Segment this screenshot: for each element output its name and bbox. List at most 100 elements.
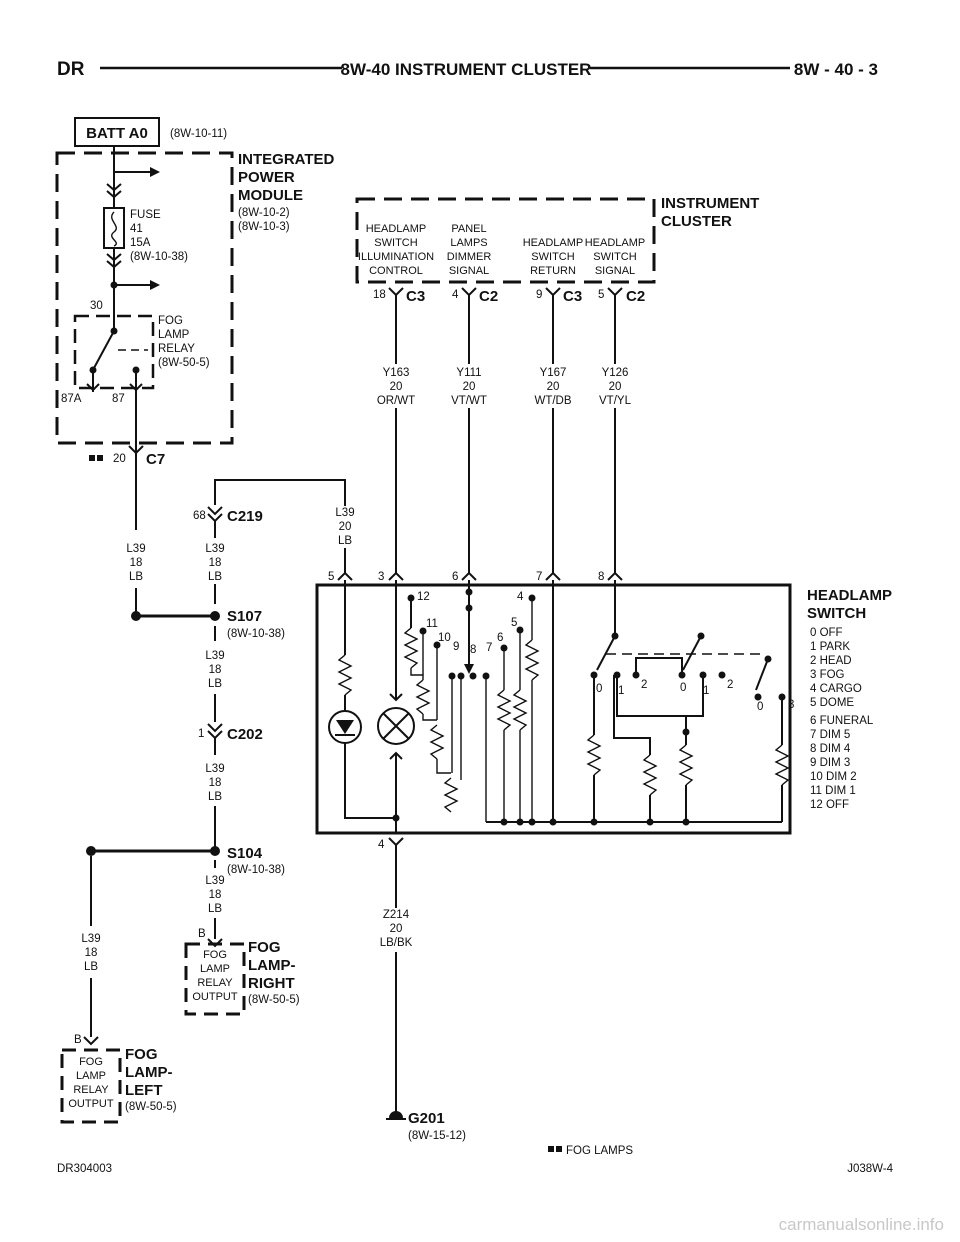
switch-num-0b: 0	[680, 682, 686, 694]
fog-right-box-2: LAMP	[200, 963, 230, 975]
ground-symbol-icon	[389, 1111, 403, 1118]
footer: FOG LAMPS DR304003 J038W-4 carmanualsonl…	[57, 1145, 944, 1234]
dimmer-num-9: 9	[453, 641, 459, 653]
fog-right-title-1: FOG	[248, 939, 281, 956]
wire-l39-d-3: LB	[208, 791, 222, 803]
hs-top-pin-1: 5	[328, 571, 334, 583]
wire-l39-b-3: LB	[208, 571, 222, 583]
dimmer-num-11: 11	[426, 618, 438, 630]
switch-num-2a: 2	[641, 679, 647, 691]
hs-pos-8: 8 DIM 4	[810, 743, 851, 755]
c7-pin: 20	[113, 453, 126, 465]
fog-right-title-3: RIGHT	[248, 975, 295, 992]
wire-l39-20-3: LB	[338, 535, 352, 547]
relay-label-4: (8W-50-5)	[158, 357, 210, 369]
wire-l39-c-1: L39	[205, 650, 224, 662]
dimmer-num-6: 6	[497, 632, 503, 644]
wire-y126-2: 20	[609, 381, 622, 393]
ipm-ref-1: (8W-10-2)	[238, 207, 290, 219]
fuse-line-3: 15A	[130, 237, 151, 249]
wire-l39-f-1: L39	[81, 933, 100, 945]
s104-name: S104	[227, 845, 263, 862]
hs-top-pin-4: 7	[536, 571, 542, 583]
wire-y167-3: WT/DB	[534, 395, 571, 407]
fog-left-ref: (8W-50-5)	[125, 1101, 177, 1113]
switch-num-1a: 1	[618, 685, 624, 697]
cluster-func-3-3: RETURN	[530, 265, 576, 277]
fog-left-pin: B	[74, 1034, 82, 1046]
g201-name: G201	[408, 1110, 445, 1127]
header-left: DR	[57, 59, 85, 80]
wire-y163-2: 20	[390, 381, 403, 393]
fog-lamp-left: B FOG LAMP RELAY OUTPUT FOG LAMP- LEFT (…	[60, 1034, 177, 1124]
wire-l39-20-1: L39	[335, 507, 354, 519]
cluster-conn-2: C2	[479, 288, 498, 305]
wire-y163-3: OR/WT	[377, 395, 415, 407]
relay-label-1: FOG	[158, 315, 183, 327]
connector-c202: 1 C202 L39 18 LB	[198, 723, 263, 847]
switch-num-1b: 1	[703, 685, 709, 697]
cluster-func-1-3: ILLUMINATION	[358, 251, 434, 263]
cluster-func-1-4: CONTROL	[369, 265, 423, 277]
cluster-title-1: INSTRUMENT	[661, 195, 759, 212]
cluster-conn-4: C2	[626, 288, 645, 305]
wire-l39-e-2: 18	[209, 889, 222, 901]
relay-label-3: RELAY	[158, 343, 195, 355]
hs-pos-2: 2 HEAD	[810, 655, 852, 667]
wire-l39-d-1: L39	[205, 763, 224, 775]
fog-right-pin: B	[198, 928, 206, 940]
batt-label-box: BATT A0 (8W-10-11)	[74, 117, 227, 147]
cluster-pin-2: 4	[452, 289, 459, 301]
watermark: carmanualsonline.info	[779, 1215, 944, 1234]
relay-pin-87a: 87A	[61, 393, 82, 405]
c202-name: C202	[227, 726, 263, 743]
wire-l39-e-1: L39	[205, 875, 224, 887]
hs-pos-0: 0 OFF	[810, 627, 843, 639]
c219-name: C219	[227, 508, 263, 525]
cluster-func-4-3: SIGNAL	[595, 265, 635, 277]
wire-y111-3: VT/WT	[451, 395, 487, 407]
fog-right-ref: (8W-50-5)	[248, 994, 300, 1006]
fog-left-title-1: FOG	[125, 1046, 158, 1063]
fog-left-title-3: LEFT	[125, 1082, 163, 1099]
legend-fog-lamps: FOG LAMPS	[566, 1145, 633, 1157]
fuse-line-2: 41	[130, 223, 143, 235]
fog-right-box-4: OUTPUT	[192, 991, 238, 1003]
switch-num-0a: 0	[596, 683, 602, 695]
relay-label-2: LAMP	[158, 329, 190, 341]
dimmer-num-10: 10	[438, 632, 451, 644]
relay-pin-87: 87	[112, 393, 125, 405]
wire-y111-2: 20	[463, 381, 476, 393]
ipm-ref-2: (8W-10-3)	[238, 221, 290, 233]
l39-from-c7: L39 18 LB	[126, 543, 146, 614]
ground-z214: Z214 20 LB/BK G201 (8W-15-12)	[380, 845, 466, 1142]
cluster-func-2-1: PANEL	[451, 223, 486, 235]
hs-pos-9: 9 DIM 3	[810, 757, 850, 769]
wire-l39-f-3: LB	[84, 961, 98, 973]
fog-left-box-1: FOG	[79, 1056, 103, 1068]
splice-s107: S107 (8W-10-38) L39 18 LB	[131, 608, 285, 722]
illumination-lamp-icon	[377, 707, 415, 745]
cluster-func-2-4: SIGNAL	[449, 265, 489, 277]
headlamp-switch: HEADLAMP SWITCH 5 3 6 7 8	[315, 571, 892, 851]
fog-right-box-3: RELAY	[197, 977, 233, 989]
wire-y126-3: VT/YL	[599, 395, 632, 407]
dimmer-num-7: 7	[486, 642, 492, 654]
cluster-pin-4: 5	[598, 289, 604, 301]
fog-right-title-2: LAMP-	[248, 957, 296, 974]
switch-num-2b: 2	[727, 679, 733, 691]
cluster-func-4-1: HEADLAMP	[585, 237, 646, 249]
batt-ref: (8W-10-11)	[170, 128, 227, 140]
fuse-line-1: FUSE	[130, 209, 161, 221]
wire-l39-e-3: LB	[208, 903, 222, 915]
wire-z214-1: Z214	[383, 909, 410, 921]
wire-l39-d-2: 18	[209, 777, 222, 789]
cluster-func-2-2: LAMPS	[450, 237, 487, 249]
switch-num-0c: 0	[757, 701, 763, 713]
fuse-41-icon	[103, 207, 125, 249]
wire-l39-a-3: LB	[129, 571, 143, 583]
wire-y167-1: Y167	[540, 367, 567, 379]
wire-y111-1: Y111	[456, 367, 481, 379]
header-right: 8W - 40 - 3	[794, 60, 878, 79]
